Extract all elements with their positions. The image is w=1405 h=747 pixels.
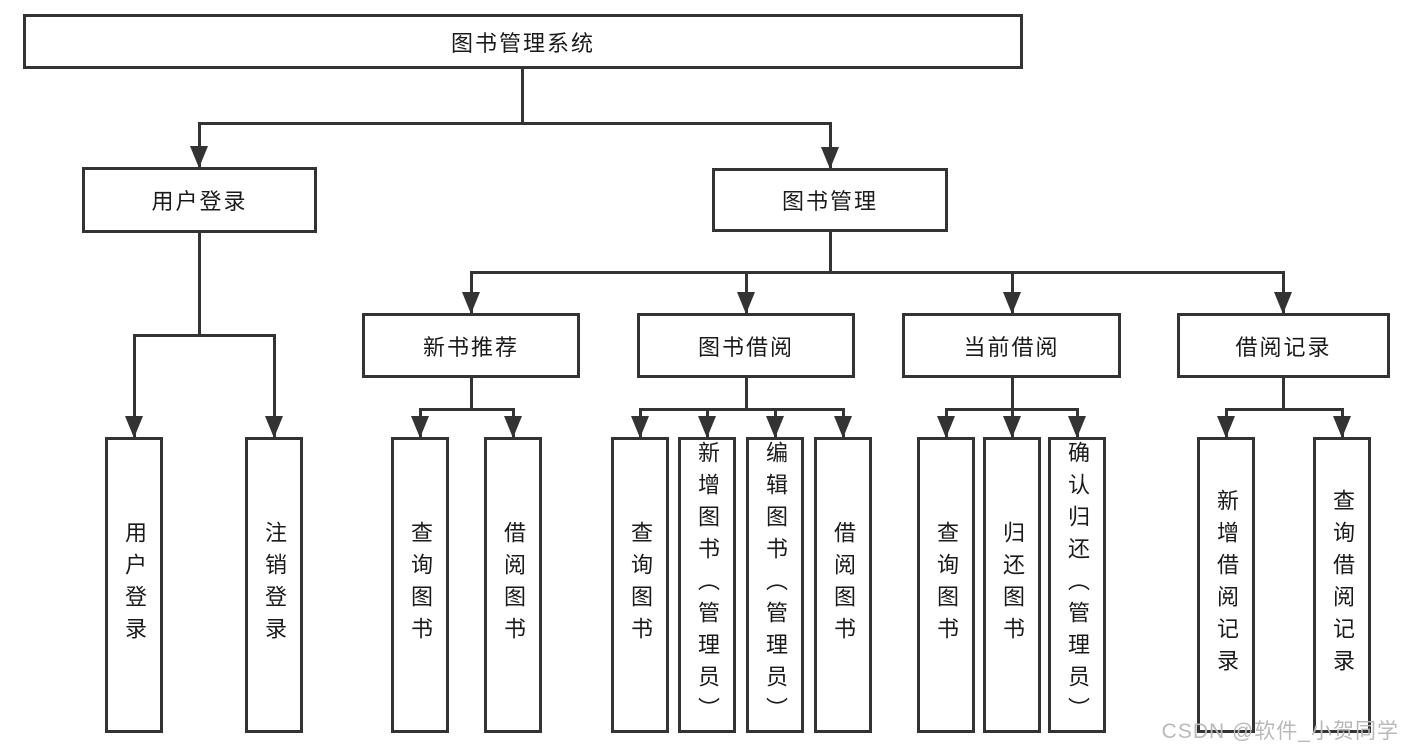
node-root: 图书管理系统 bbox=[23, 14, 1023, 69]
arrow-to-new-book-recommend bbox=[462, 271, 480, 314]
leaf-borrow-books: 借阅图书 bbox=[814, 437, 872, 733]
arrow-to-leaf-query-books-recommend bbox=[411, 408, 429, 438]
edge-new-book-recommend-branch bbox=[418, 408, 515, 411]
edge-borrow-records-stem bbox=[1281, 378, 1285, 410]
arrow-to-user-login bbox=[190, 122, 208, 168]
arrow-to-borrow-records bbox=[1274, 271, 1292, 314]
leaf-query-books-borrow: 查询图书 bbox=[611, 437, 669, 733]
edge-borrow-records-branch bbox=[1224, 408, 1344, 411]
leaf-logout: 注销登录 bbox=[245, 437, 303, 733]
node-book-borrow: 图书借阅 bbox=[637, 313, 855, 378]
edge-level1-branch bbox=[198, 122, 832, 125]
arrow-to-leaf-borrow-books-recommend bbox=[504, 408, 522, 438]
arrow-to-leaf-query-books-current bbox=[937, 408, 955, 438]
arrow-to-leaf-user-login bbox=[125, 334, 143, 438]
edge-new-book-recommend-stem bbox=[469, 378, 473, 410]
arrow-to-leaf-add-books bbox=[698, 408, 716, 438]
node-new-book-recommend: 新书推荐 bbox=[362, 313, 580, 378]
arrow-to-current-borrow bbox=[1003, 271, 1021, 314]
arrow-to-leaf-query-books-borrow bbox=[631, 408, 649, 438]
edge-book-borrow-stem bbox=[744, 378, 748, 410]
leaf-add-borrow-record: 新增借阅记录 bbox=[1197, 437, 1255, 733]
edge-book-mgmt-stem bbox=[828, 232, 832, 274]
node-borrow-records: 借阅记录 bbox=[1177, 313, 1390, 378]
edge-current-borrow-stem bbox=[1010, 378, 1014, 410]
leaf-return-books: 归还图书 bbox=[983, 437, 1041, 733]
edge-root-stem bbox=[521, 69, 524, 123]
leaf-confirm-return: 确认归还（管理员） bbox=[1048, 437, 1106, 733]
leaf-query-books-current: 查询图书 bbox=[917, 437, 975, 733]
leaf-user-login: 用户登录 bbox=[105, 437, 163, 733]
arrow-to-leaf-add-borrow-record bbox=[1217, 408, 1235, 438]
node-book-mgmt: 图书管理 bbox=[712, 168, 948, 232]
edge-book-borrow-branch bbox=[638, 408, 845, 411]
edge-level2-branch bbox=[469, 271, 1285, 274]
leaf-query-borrow-record: 查询借阅记录 bbox=[1313, 437, 1371, 733]
arrow-to-leaf-query-borrow-record bbox=[1333, 408, 1351, 438]
node-current-borrow: 当前借阅 bbox=[902, 313, 1121, 378]
csdn-watermark: CSDN @软件_小贺同学 bbox=[1161, 720, 1399, 743]
edge-user-login-stem bbox=[197, 233, 201, 337]
node-user-login: 用户登录 bbox=[82, 167, 317, 233]
arrow-to-leaf-return-books bbox=[1003, 408, 1021, 438]
leaf-query-books-recommend: 查询图书 bbox=[391, 437, 449, 733]
leaf-add-books: 新增图书（管理员） bbox=[678, 437, 736, 733]
arrow-to-leaf-logout bbox=[265, 334, 283, 438]
leaf-edit-books: 编辑图书（管理员） bbox=[746, 437, 804, 733]
arrow-to-leaf-edit-books bbox=[766, 408, 784, 438]
edge-user-login-branch bbox=[132, 334, 276, 337]
arrow-to-book-mgmt bbox=[821, 122, 839, 169]
arrow-to-leaf-borrow-books bbox=[834, 408, 852, 438]
arrow-to-leaf-confirm-return bbox=[1068, 408, 1086, 438]
arrow-to-book-borrow bbox=[737, 271, 755, 314]
leaf-borrow-books-recommend: 借阅图书 bbox=[484, 437, 542, 733]
